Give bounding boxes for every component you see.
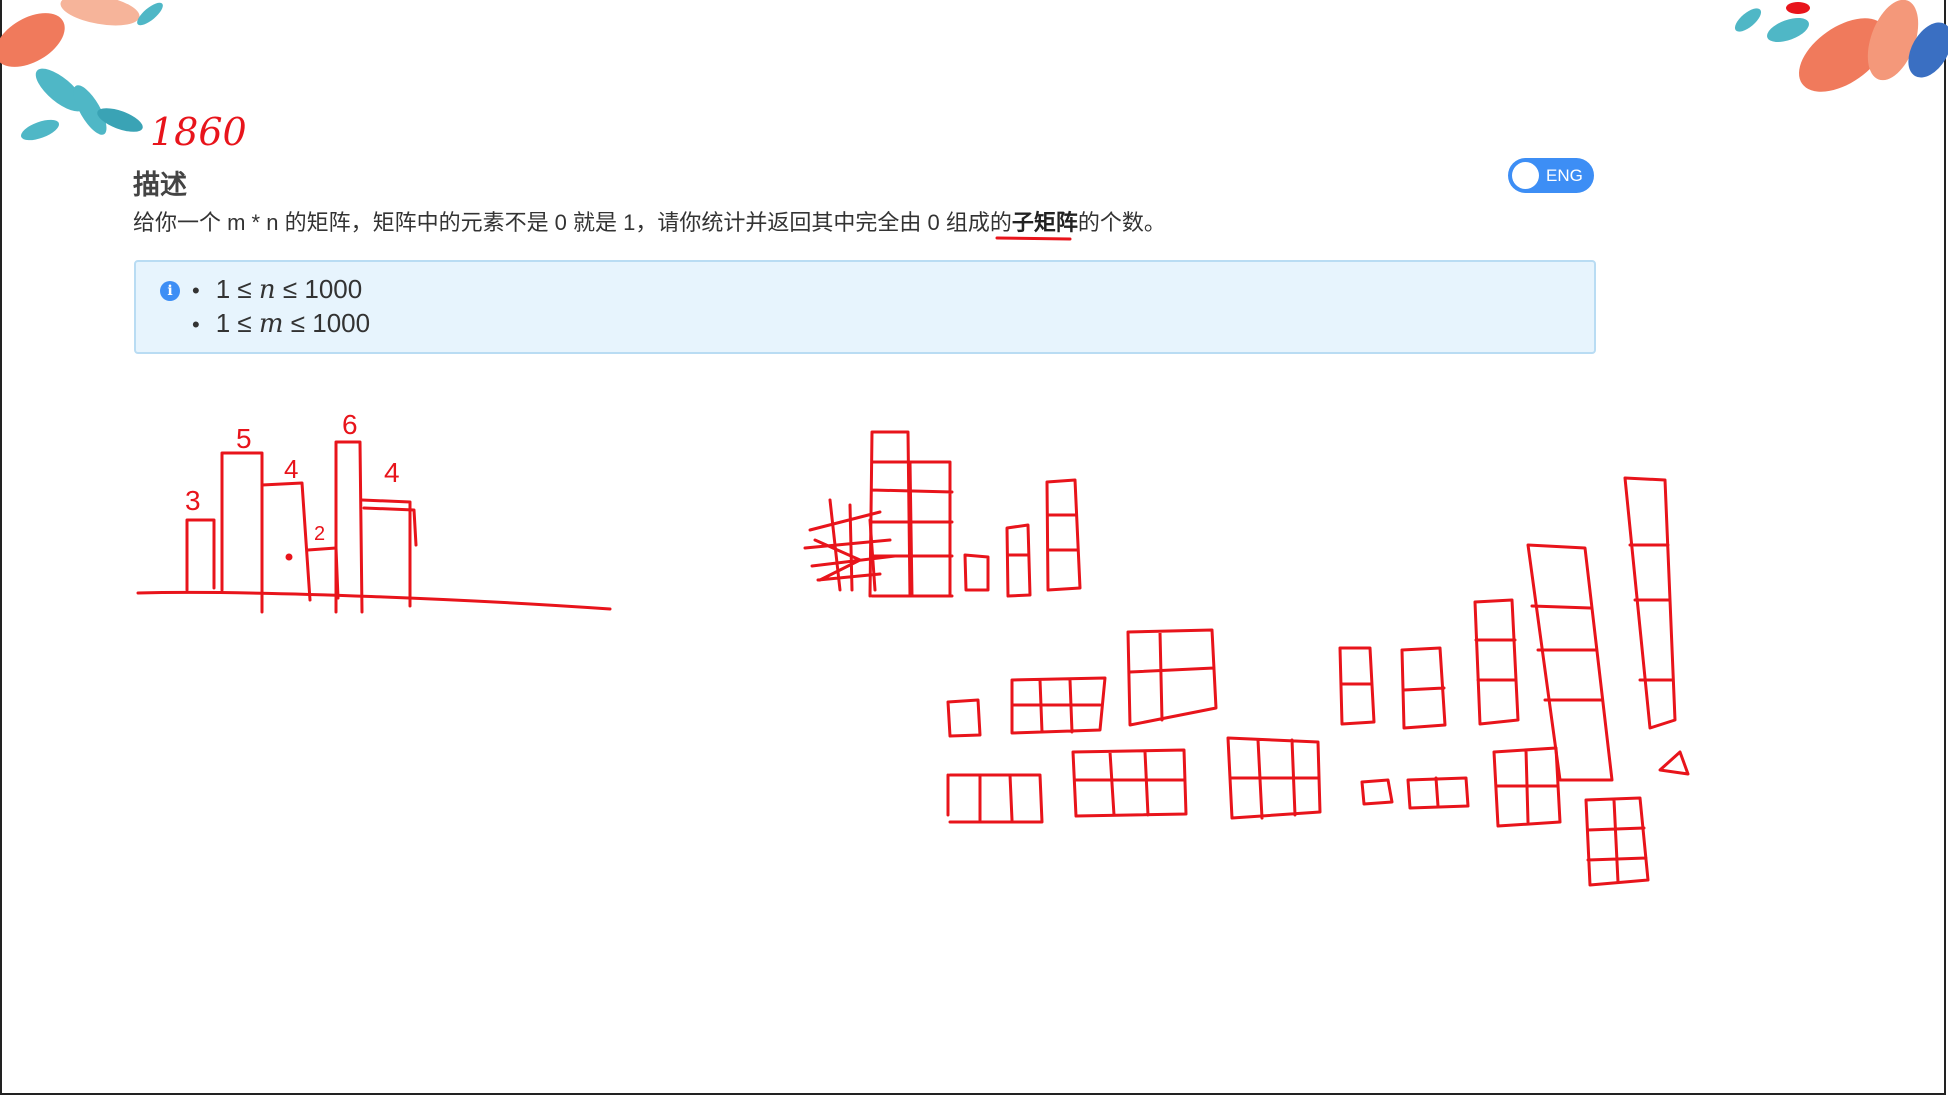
bar-label: 2: [314, 523, 325, 545]
grid-sketch: [1584, 796, 1650, 887]
bar-label: 4: [384, 457, 400, 488]
histogram-bar: [185, 518, 216, 592]
constraint-lhs: 1 ≤: [215, 308, 259, 338]
grid-sketch: [1338, 646, 1376, 726]
histogram-bar: [360, 498, 412, 608]
constraint-item: •1 ≤ n ≤ 1000: [192, 274, 363, 305]
language-toggle[interactable]: ENG: [1508, 158, 1594, 193]
constraints-box: i •1 ≤ n ≤ 1000 •1 ≤ m ≤ 1000: [134, 260, 1596, 354]
floral-decoration-left-icon: [0, 0, 163, 141]
constraint-var: m: [258, 309, 284, 339]
bar-label: 6: [342, 409, 358, 440]
constraint-rhs: ≤ 1000: [283, 308, 371, 338]
grid-sketch: [1492, 746, 1562, 828]
grid-sketch: [1005, 523, 1032, 598]
info-icon: i: [160, 281, 180, 301]
grid-sketch: [868, 430, 954, 598]
bar-label: 5: [236, 423, 252, 454]
constraint-lhs: 1 ≤: [215, 274, 259, 304]
scribble: [803, 498, 897, 592]
grid-sketch: [1360, 776, 1470, 810]
histogram-bar: [362, 506, 418, 547]
constraint-rhs: ≤ 1000: [275, 274, 363, 304]
underline-mark: [995, 236, 1072, 241]
histogram-bar: [260, 481, 312, 602]
handwritten-number: 1860: [150, 110, 247, 154]
histogram-dot: [285, 553, 293, 561]
histogram-bar: [306, 546, 340, 600]
description-part: 给你一个 m * n 的矩阵，矩阵中的元素不是 0 就是 1，请你统计并返回其中…: [133, 210, 1012, 235]
bar-label: 4: [284, 454, 298, 484]
grid-sketch: [946, 698, 982, 738]
grid-sketch: [1071, 748, 1188, 818]
grid-sketch: [963, 553, 990, 592]
arrow-mark: [1658, 750, 1690, 776]
constraint-var: n: [258, 275, 276, 305]
grid-sketch: [1010, 676, 1107, 735]
grid-sketch: [1473, 598, 1520, 726]
histogram-bar: [334, 440, 364, 614]
grid-sketch: [1526, 543, 1614, 782]
language-toggle-label: ENG: [1546, 166, 1583, 185]
grid-sketch: [1126, 628, 1218, 727]
grid-sketch: [1226, 736, 1322, 820]
problem-title: 描述: [133, 170, 187, 200]
floral-decoration-right-icon: [1734, 0, 1948, 92]
description-part-bold: 子矩阵: [1011, 210, 1078, 235]
grid-sketch: [1045, 478, 1082, 592]
grid-sketch: [1623, 476, 1677, 730]
problem-description: 给你一个 m * n 的矩阵，矩阵中的元素不是 0 就是 1，请你统计并返回其中…: [133, 205, 1166, 237]
description-part: 的个数。: [1077, 210, 1166, 235]
grid-sketch: [1400, 646, 1447, 730]
histogram-bar: [220, 451, 264, 614]
grid-sketch: [946, 773, 1044, 824]
constraint-item: •1 ≤ m ≤ 1000: [192, 308, 371, 339]
toggle-knob: [1512, 162, 1539, 189]
bar-label: 3: [185, 485, 201, 516]
histogram-baseline: [136, 590, 612, 611]
